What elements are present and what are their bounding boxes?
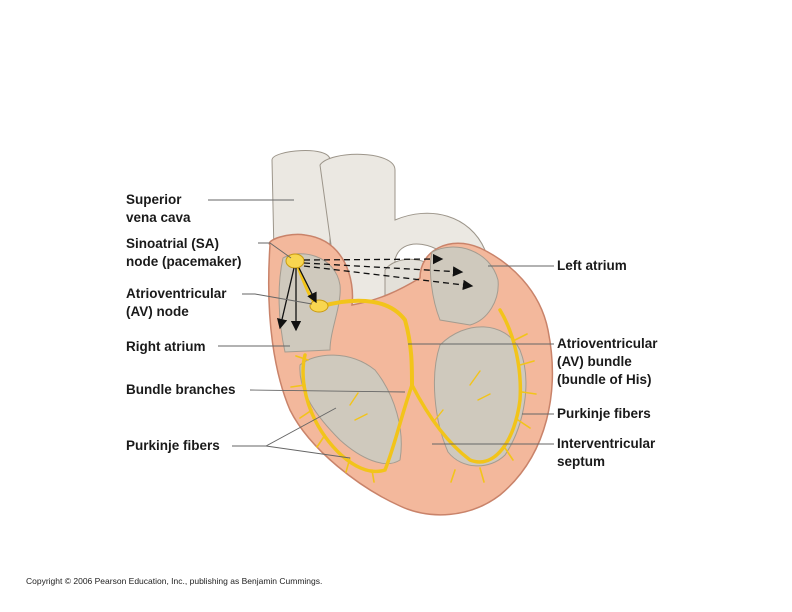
right-ventricle-chamber bbox=[299, 354, 402, 465]
leader-purkinje-left bbox=[265, 445, 351, 459]
label-line: Purkinje fibers bbox=[557, 406, 651, 421]
label-line: Atrioventricular bbox=[126, 286, 227, 301]
label-line: vena cava bbox=[126, 210, 191, 225]
av-node-shape bbox=[309, 299, 329, 313]
label-line: (AV) node bbox=[126, 304, 189, 319]
aorta-vessel bbox=[319, 153, 486, 311]
label-right-atrium: Right atrium bbox=[126, 338, 206, 356]
left-bundle-branch bbox=[410, 308, 523, 464]
leader-bundle-branches bbox=[249, 389, 406, 393]
label-superior-vena-cava: Superior vena cava bbox=[126, 191, 191, 227]
label-line: Bundle branches bbox=[126, 382, 236, 397]
label-left-atrium: Left atrium bbox=[557, 257, 627, 275]
leader-lines bbox=[208, 199, 554, 459]
label-line: Superior bbox=[126, 192, 182, 207]
av-bundle-path bbox=[320, 298, 414, 387]
label-line: Atrioventricular bbox=[557, 336, 658, 351]
label-av-node: Atrioventricular (AV) node bbox=[126, 285, 227, 321]
copyright-notice: Copyright © 2006 Pearson Education, Inc.… bbox=[26, 576, 323, 586]
label-line: Right atrium bbox=[126, 339, 206, 354]
label-line: Sinoatrial (SA) bbox=[126, 236, 220, 251]
purkinje-fibers-right-wall bbox=[290, 355, 375, 483]
purkinje-fibers-septum bbox=[349, 370, 491, 421]
label-line: Interventricular bbox=[557, 436, 656, 451]
label-line: (bundle of His) bbox=[557, 372, 652, 387]
label-line: septum bbox=[557, 454, 606, 469]
label-bundle-branches: Bundle branches bbox=[126, 381, 236, 399]
label-purkinje-fibers-right: Purkinje fibers bbox=[557, 405, 651, 423]
label-purkinje-fibers-left: Purkinje fibers bbox=[126, 437, 220, 455]
label-line: node (pacemaker) bbox=[126, 254, 242, 269]
impulse-arrow bbox=[303, 253, 444, 265]
conduction-system bbox=[290, 260, 537, 483]
leader-av-node bbox=[242, 293, 313, 305]
label-interventricular-septum: Interventricular septum bbox=[557, 435, 655, 471]
impulse-arrow bbox=[277, 267, 295, 330]
label-av-bundle: Atrioventricular (AV) bundle (bundle of … bbox=[557, 335, 658, 389]
label-line: (AV) bundle bbox=[557, 354, 632, 369]
impulse-arrows bbox=[277, 253, 474, 332]
label-sa-node: Sinoatrial (SA) node (pacemaker) bbox=[126, 235, 242, 271]
impulse-arrow bbox=[303, 262, 464, 277]
impulse-arrow bbox=[298, 267, 317, 304]
impulse-arrow bbox=[303, 265, 474, 291]
leader-sa-node bbox=[258, 242, 292, 259]
purkinje-fibers-left-wall bbox=[450, 333, 537, 483]
label-line: Left atrium bbox=[557, 258, 627, 273]
label-line: Purkinje fibers bbox=[126, 438, 220, 453]
